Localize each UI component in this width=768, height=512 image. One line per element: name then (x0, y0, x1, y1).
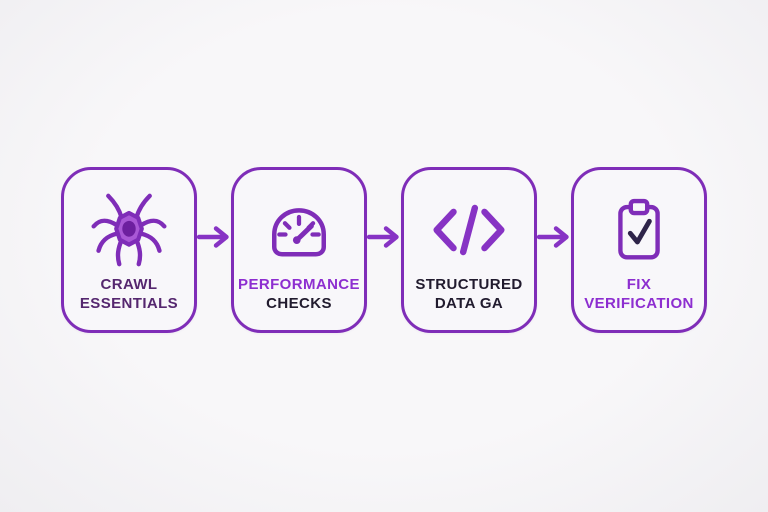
step-label-line: VERIFICATION (584, 295, 694, 312)
step-card-fix-verification: FIX VERIFICATION (571, 167, 707, 333)
clipboard-check-icon (574, 188, 704, 272)
spider-icon (64, 188, 194, 272)
step-label-line: FIX (626, 276, 652, 293)
flow-arrow-icon (197, 224, 231, 250)
step-label-line: CHECKS (266, 295, 332, 312)
workflow-flow: CRAWL ESSENTIALS (61, 167, 707, 333)
step-card-crawl-essentials: CRAWL ESSENTIALS (61, 167, 197, 333)
step-label-fix-verification: FIX VERIFICATION (584, 272, 694, 330)
gauge-icon (234, 188, 364, 272)
step-label-line: ESSENTIALS (79, 295, 179, 312)
step-label-crawl-essentials: CRAWL ESSENTIALS (80, 272, 178, 330)
step-card-structured-data-ga: STRUCTURED DATA GA (401, 167, 537, 333)
step-label-line: CRAWL (100, 276, 158, 293)
step-card-performance-checks: PERFORMANCE CHECKS (231, 167, 367, 333)
step-label-structured-data-ga: STRUCTURED DATA GA (415, 272, 522, 330)
step-label-performance-checks: PERFORMANCE CHECKS (238, 272, 360, 330)
flow-arrow-icon (367, 224, 401, 250)
flow-arrow-icon (537, 224, 571, 250)
code-icon (404, 188, 534, 272)
step-label-line: DATA GA (434, 295, 504, 312)
step-label-line: PERFORMANCE (238, 276, 360, 293)
step-label-line: STRUCTURED (415, 276, 523, 293)
